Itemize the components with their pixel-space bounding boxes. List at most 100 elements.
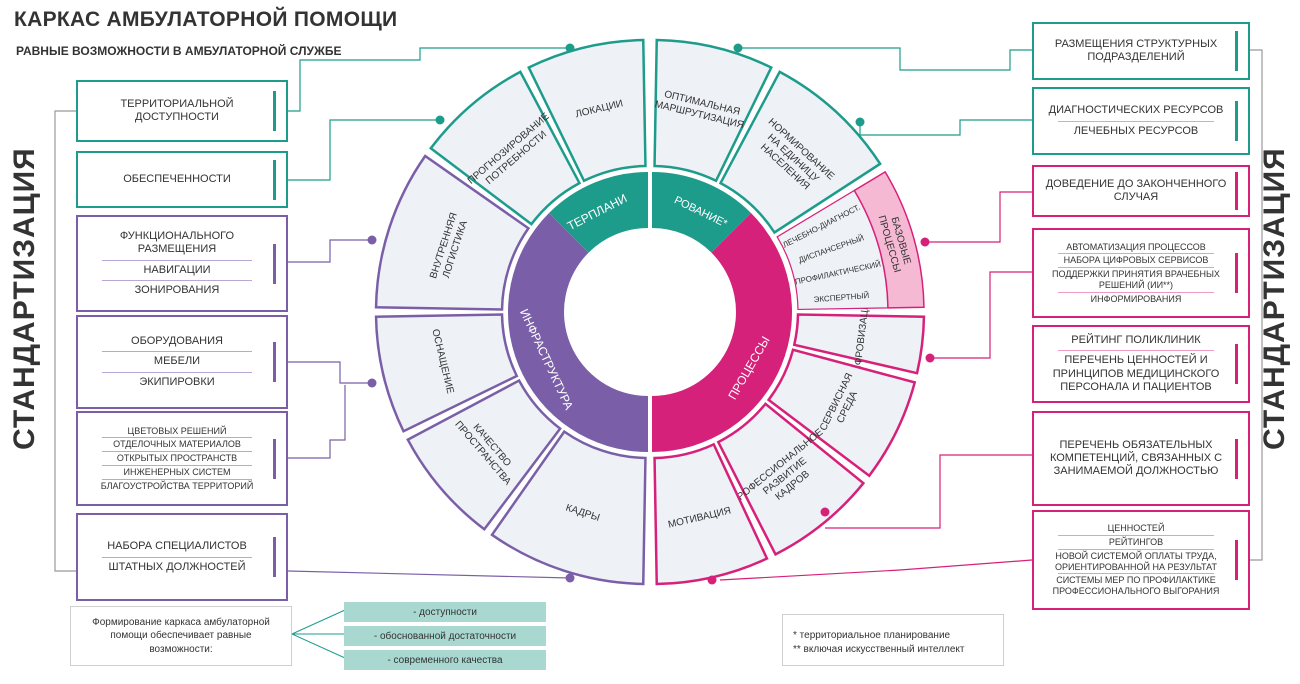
box-accent-bar [1235,344,1238,384]
right-sector-оптимальная-маршрутизация [653,38,773,183]
bottom-note-brackets [291,609,346,659]
connector-right-4 [930,271,1032,359]
box-accent-bar [1235,253,1238,293]
left-box-item: ЭКИПИРОВКИ [139,375,215,388]
right-box-item: ЦЕННОСТЕЙ [1107,523,1165,534]
left-box-item: ТЕРРИТОРИАЛЬНОЙ ДОСТУПНОСТИ [120,97,234,123]
connector-dot [707,575,717,585]
box-accent-bar [273,342,276,382]
right-box-item: ПЕРЕЧЕНЬ ОБЯЗАТЕЛЬНЫХ КОМПЕТЕНЦИЙ, СВЯЗА… [1049,438,1223,478]
left-box-item: ФУНКЦИОНАЛЬНОГО РАЗМЕЩЕНИЯ [119,230,235,256]
inner-ring-processes [652,213,792,452]
right-box-item: НОВОЙ СИСТЕМОЙ ОПЛАТЫ ТРУДА, ОРИЕНТИРОВА… [1055,550,1217,572]
box-divider [102,371,252,373]
left-bracket [54,110,76,572]
connector-dot [435,115,445,125]
connector-left-4 [288,361,372,384]
connector-left-1 [288,47,570,112]
inner-ring-rovanie [652,172,751,253]
connector-dot [820,507,830,517]
right-box-item: ПЕРЕЧЕНЬ ЦЕННОСТЕЙ И ПРИНЦИПОВ МЕДИЦИНСК… [1052,354,1220,393]
bottom-note: Формирование каркаса амбулаторной помощи… [70,606,292,666]
box-accent-bar [1235,438,1238,479]
left-sector-локации [527,38,647,183]
left-box-item: БЛАГОУСТРОЙСТВА ТЕРРИТОРИЙ [100,480,254,491]
connector-right-1 [738,47,1032,71]
box-divider [102,351,252,353]
box-divider [102,464,252,466]
left-box-item: ОТКРЫТЫХ ПРОСТРАНСТВ [116,453,238,464]
footnote: * территориальное планирование ** включа… [782,614,1004,666]
connector-left-6 [287,570,571,579]
left-box-item: ШТАТНЫХ ДОЛЖНОСТЕЙ [108,560,246,573]
box-accent-bar [273,159,276,200]
wheel: ЛОКАЦИИПРОГНОЗИРОВАНИЕПОТРЕБНОСТИВНУТРЕН… [367,38,935,586]
right-box-7: ЦЕННОСТЕЙ РЕЙТИНГОВ НОВОЙ СИСТЕМОЙ ОПЛАТЫ … [1032,510,1250,610]
right-box-item: РАЗМЕЩЕНИЯ СТРУКТУРНЫХ ПОДРАЗДЕЛЕНИЙ [1054,37,1218,63]
right-box-6: ПЕРЕЧЕНЬ ОБЯЗАТЕЛЬНЫХ КОМПЕТЕНЦИЙ, СВЯЗА… [1032,411,1250,506]
connector-lines [54,47,1263,581]
note-item-1: - доступности [344,602,546,622]
box-accent-bar [273,438,276,479]
connector-dot [367,235,377,245]
right-box-3: ДОВЕДЕНИЕ ДО ЗАКОНЧЕННОГО СЛУЧАЯ [1032,165,1250,217]
connector-dot [733,43,743,53]
right-sector-сервисная-среда [766,348,917,478]
right-box-item: НАБОРА ЦИФРОВЫХ СЕРВИСОВ [1063,255,1209,266]
box-divider [1058,573,1214,575]
connector-dot [565,43,575,53]
connector-left-5 [288,385,346,459]
connector-dot [925,353,935,363]
connector-right-6 [719,559,1033,581]
box-accent-bar [1235,101,1238,141]
right-box-item: РЕЙТИНГОВ [1108,536,1164,547]
inner-ring-infrastructure [507,213,648,452]
left-sector-оснащение [374,313,519,433]
box-divider [1058,120,1214,122]
box-divider [1058,350,1214,352]
left-box-2: ОБЕСПЕЧЕННОСТИ [76,151,288,208]
box-divider [1058,534,1214,536]
connector-right-2 [859,119,1032,136]
note-item-3: - современного качества [344,650,546,670]
note-item-2: - обоснованной достаточности [344,626,546,646]
box-divider [1058,548,1214,550]
right-box-item: ИНФОРМИРОВАНИЯ [1090,293,1182,304]
box-divider [1058,253,1214,255]
right-sector-цифровизация [792,313,926,375]
left-box-item: ИНЖЕНЕРНЫХ СИСТЕМ [123,466,231,477]
box-accent-bar [273,91,276,131]
left-box-item: МЕБЕЛИ [153,355,201,368]
right-box-1: РАЗМЕЩЕНИЯ СТРУКТУРНЫХ ПОДРАЗДЕЛЕНИЙ [1032,22,1250,80]
left-box-item: НАВИГАЦИИ [143,263,211,276]
box-divider [1058,267,1214,269]
left-sector-кадры [490,429,647,586]
box-divider [102,451,252,453]
connector-dot [367,378,377,388]
left-sector-прогнозирование-потребности [429,70,582,226]
footnote-line-2: ** включая искусственный интеллект [793,643,965,655]
left-box-item: ЗОНИРОВАНИЯ [134,283,220,296]
left-box-1: ТЕРРИТОРИАЛЬНОЙ ДОСТУПНОСТИ [76,80,288,142]
right-box-item: ПОДДЕРЖКИ ПРИНЯТИЯ ВРАЧЕБНЫХ РЕШЕНИЙ (ИИ… [1052,269,1220,290]
box-divider [102,279,252,281]
right-sector-мотивация [653,442,769,586]
connector-dot [920,237,930,247]
connector-dot [565,573,575,583]
right-sector-профессиональное-развитие-кадров [716,402,866,557]
page-subtitle: РАВНЫЕ ВОЗМОЖНОСТИ В АМБУЛАТОРНОЙ СЛУЖБЕ [16,44,342,58]
right-box-item: РЕЙТИНГ ПОЛИКЛИНИК [1071,334,1201,347]
left-box-3: ФУНКЦИОНАЛЬНОГО РАЗМЕЩЕНИЯ НАВИГАЦИИ ЗОНИР… [76,215,288,312]
box-accent-bar [1235,31,1238,71]
left-box-item: ОТДЕЛОЧНЫХ МАТЕРИАЛОВ [113,439,241,450]
bottom-note-text: Формирование каркаса амбулаторной помощи… [92,616,270,655]
box-divider [102,259,252,261]
right-bracket [1250,49,1263,561]
right-box-item: АВТОМАТИЗАЦИЯ ПРОЦЕССОВ [1066,241,1206,252]
right-sector-нормирование-на-единицу-населения [718,70,882,235]
base-process-item: ЭКСПЕРТНЫЙ [813,291,869,304]
